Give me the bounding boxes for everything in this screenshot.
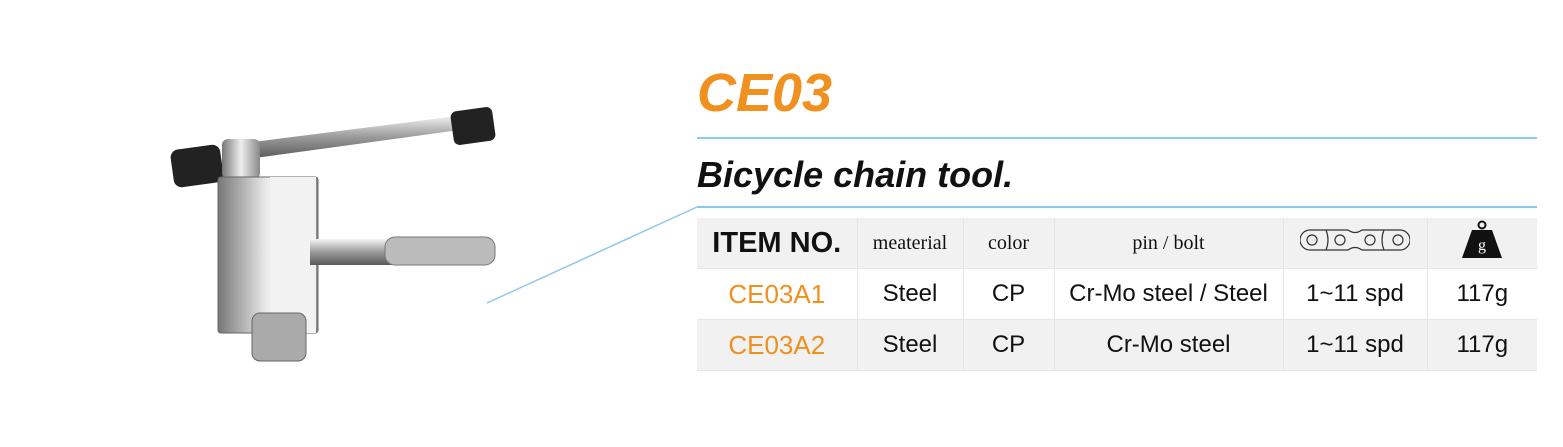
title-divider (697, 137, 1537, 139)
weight-icon-label: g (1478, 237, 1486, 254)
header-weight: g (1426, 218, 1537, 269)
callout-line (486, 206, 698, 304)
header-item-no: ITEM NO. (697, 218, 857, 269)
speed-cell: 1~11 spd (1282, 319, 1427, 371)
color-cell: CP (962, 268, 1054, 320)
header-speed (1282, 218, 1427, 269)
color-cell: CP (962, 319, 1054, 371)
item-code: CE03A1 (728, 278, 826, 309)
header-color: color (962, 218, 1054, 269)
table-header-row: ITEM NO. meaterial color pin / bolt g (697, 218, 1537, 269)
header-material: meaterial (856, 218, 963, 269)
spec-table: ITEM NO. meaterial color pin / bolt g (697, 218, 1537, 371)
table-row: CE03A1 Steel CP Cr-Mo steel / Steel 1~11… (697, 268, 1537, 320)
weight-icon: g (1462, 220, 1503, 258)
item-code: CE03A2 (697, 319, 857, 371)
product-description: Bicycle chain tool. (697, 154, 1014, 195)
speed-cell: 1~11 spd (1282, 268, 1427, 320)
pin-bolt-cell: Cr-Mo steel (1053, 319, 1283, 371)
product-code-title: CE03 (697, 63, 833, 123)
pin-bolt-cell: Cr-Mo steel / Steel (1053, 268, 1283, 320)
header-pin-bolt: pin / bolt (1053, 218, 1283, 269)
chain-icon (1299, 228, 1411, 251)
subtitle-divider (697, 206, 1537, 208)
material-cell: Steel (856, 268, 963, 320)
table-row: CE03A2 Steel CP Cr-Mo steel 1~11 spd 117… (697, 319, 1537, 371)
weight-cell: 117g (1426, 268, 1537, 320)
weight-cell: 117g (1426, 319, 1537, 371)
chain-tool-image (170, 107, 496, 362)
material-cell: Steel (856, 319, 963, 371)
